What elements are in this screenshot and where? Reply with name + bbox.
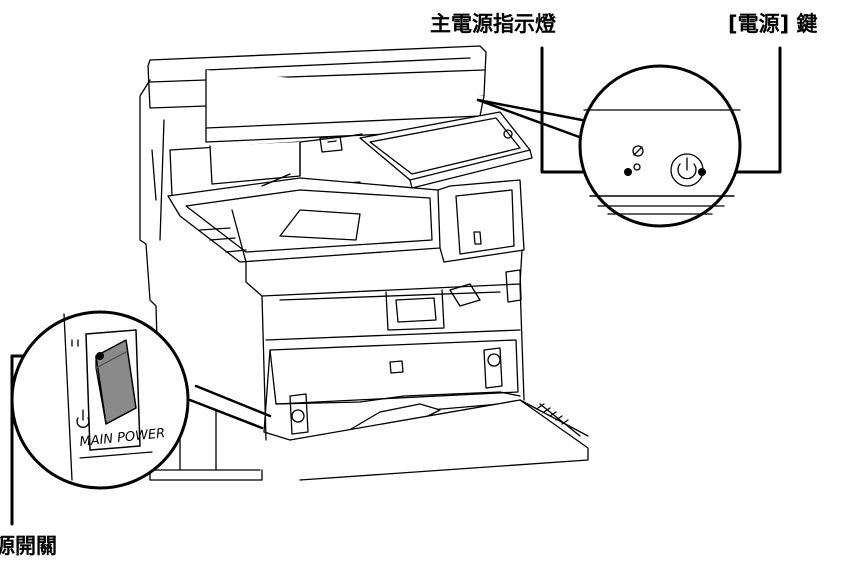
power-key-label: [電源] 鍵	[728, 12, 818, 36]
printer-body	[139, 45, 589, 481]
power-symbol-icon	[76, 409, 90, 428]
panel-zoom-circle	[578, 64, 742, 228]
main-power-indicator-label: 主電源指示燈	[430, 12, 556, 36]
main-power-switch-label: 源開關	[0, 534, 57, 558]
switch-zoom-circle	[10, 310, 190, 490]
indicator-symbol-icon	[632, 145, 644, 171]
